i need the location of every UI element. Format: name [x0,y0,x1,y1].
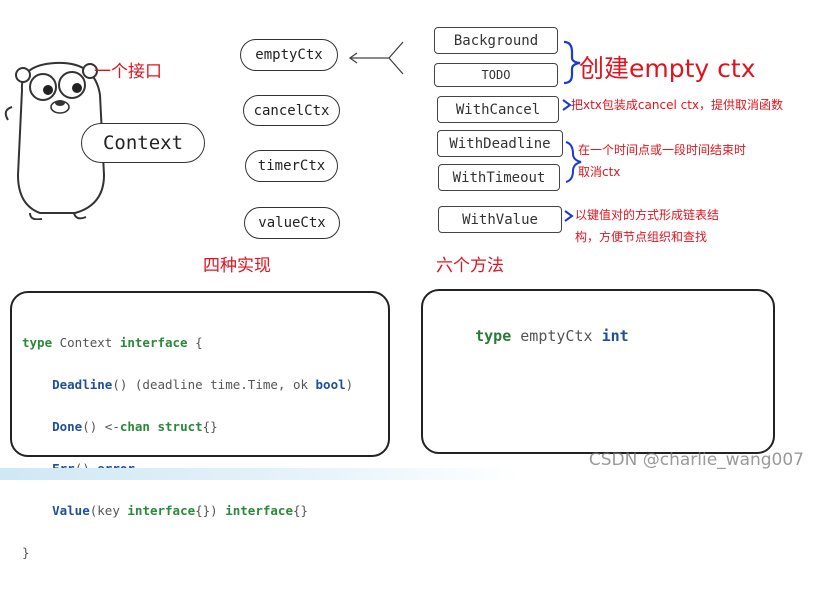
context-interface-pill: Context [81,123,205,163]
annotation-time-cancel-2: 取消ctx [578,165,621,179]
watermark: CSDN @charlie_wang007 [588,450,804,470]
label-one-interface: 一个接口 [94,62,162,82]
method-withdeadline: WithDeadline [437,130,563,157]
emptyctx-type-code-block: type emptyCtx int [421,289,775,454]
brace-icon [563,40,581,85]
impl-valuectx: valueCtx [244,207,340,239]
annotation-value-2: 构，方便节点组织和查找 [575,230,708,244]
method-withtimeout: WithTimeout [438,164,560,191]
brace-icon [562,99,572,111]
gopher-mascot-icon [4,61,114,220]
impl-cancelctx: cancelCtx [243,95,340,126]
annotation-wrap-cancel: 把xtx包装成cancel ctx，提供取消函数 [571,98,783,112]
arrow-fork-icon [348,41,404,75]
brace-icon [565,141,582,183]
brace-icon [564,210,574,222]
impl-timerctx: timerCtx [245,150,338,182]
method-withvalue: WithValue [438,206,562,233]
method-withcancel: WithCancel [437,96,559,123]
impl-emptyctx: emptyCtx [240,39,338,71]
label-four-implementations: 四种实现 [203,256,271,276]
bottom-decor-strip [0,468,520,480]
context-interface-code-block: type Context interface { Deadline() (dea… [10,291,390,560]
annotation-value-1: 以键值对的方式形成链表结 [575,208,720,222]
method-background: Background [434,27,558,54]
annotation-time-cancel-1: 在一个时间点或一段时间结束时 [578,143,747,157]
label-six-methods: 六个方法 [436,256,504,276]
method-todo: TODO [434,63,558,87]
annotation-create-empty: 创建empty ctx [579,54,756,83]
